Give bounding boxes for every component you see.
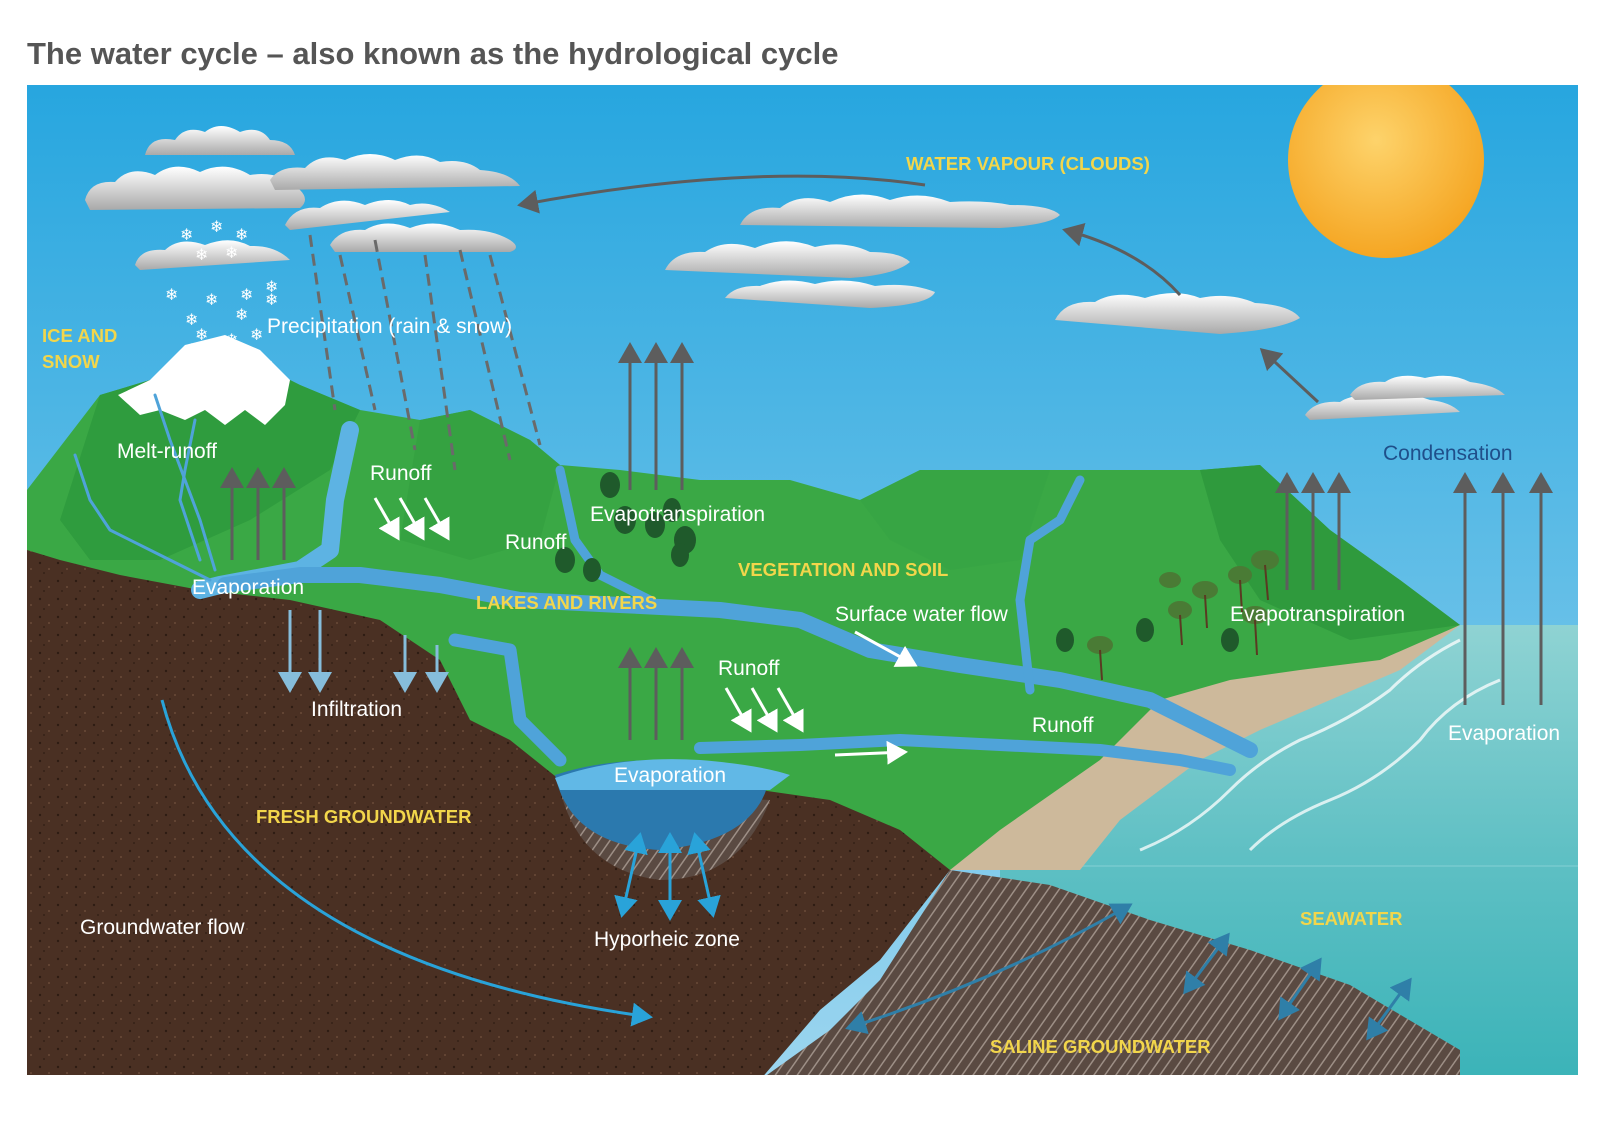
grey-arrows [220, 174, 1553, 740]
svg-text:❄: ❄ [225, 243, 238, 262]
svg-text:❄: ❄ [205, 290, 218, 309]
svg-text:❄: ❄ [230, 370, 243, 389]
rivers [73, 393, 1258, 776]
svg-text:❄: ❄ [185, 340, 198, 359]
label-runoff-3: Runoff [718, 657, 780, 680]
label-surface-water-flow: Surface water flow [835, 603, 1009, 626]
label-runoff-1: Runoff [370, 462, 432, 485]
label-condensation: Condensation [1383, 442, 1513, 465]
label-runoff-4: Runoff [1032, 714, 1094, 737]
svg-text:❄: ❄ [165, 285, 178, 304]
label-melt-runoff: Melt-runoff [117, 440, 217, 463]
label-water-vapour: WATER VAPOUR (CLOUDS) [906, 153, 1150, 174]
svg-text:❄: ❄ [265, 290, 278, 309]
white-arrows [373, 497, 918, 765]
svg-text:❄: ❄ [210, 217, 223, 236]
svg-text:❄: ❄ [195, 245, 208, 264]
svg-text:❄: ❄ [180, 225, 193, 244]
label-evaporation-2: Evaporation [614, 764, 726, 787]
label-evaporation-3: Evaporation [1448, 722, 1560, 745]
label-vegetation-soil: VEGETATION AND SOIL [738, 559, 948, 580]
label-evapotranspiration-1: Evapotranspiration [590, 503, 765, 526]
saline-arrows [845, 903, 1412, 1041]
svg-text:❄: ❄ [225, 330, 238, 349]
svg-text:❄: ❄ [185, 310, 198, 329]
label-evaporation-1: Evaporation [192, 576, 304, 599]
label-precipitation: Precipitation (rain & snow) [267, 315, 512, 338]
hyporheic-arrows [614, 832, 721, 921]
svg-text:❄: ❄ [260, 355, 273, 374]
label-lakes-rivers: LAKES AND RIVERS [476, 592, 657, 613]
label-seawater: SEAWATER [1300, 908, 1402, 929]
label-ice-snow-2: SNOW [42, 351, 100, 372]
svg-text:❄: ❄ [265, 277, 278, 296]
sun [1288, 85, 1484, 258]
label-fresh-groundwater: FRESH GROUNDWATER [256, 806, 472, 827]
rain [308, 234, 542, 471]
label-saline-groundwater: SALINE GROUNDWATER [990, 1036, 1211, 1057]
svg-text:❄: ❄ [235, 305, 248, 324]
trees [555, 472, 1279, 681]
svg-text:❄: ❄ [215, 353, 228, 372]
label-ice-snow-1: ICE AND [42, 325, 117, 346]
soil [27, 550, 950, 1075]
clouds [85, 126, 1505, 420]
label-runoff-2: Runoff [505, 531, 567, 554]
beach [950, 625, 1460, 870]
label-evapotranspiration-2: Evapotranspiration [1230, 603, 1405, 626]
svg-text:❄: ❄ [195, 325, 208, 344]
groundwater-flow-arrow [160, 699, 653, 1027]
label-hyporheic-zone: Hyporheic zone [594, 928, 740, 951]
label-groundwater-flow: Groundwater flow [80, 916, 245, 939]
infiltration-arrows [278, 610, 449, 693]
sea-waves [1139, 638, 1501, 852]
label-infiltration: Infiltration [311, 698, 402, 721]
page-title: The water cycle – also known as the hydr… [27, 36, 839, 71]
svg-text:❄: ❄ [235, 225, 248, 244]
svg-text:❄: ❄ [240, 285, 253, 304]
snowflakes: ❄❄❄ ❄❄ ❄❄❄❄ ❄❄❄ ❄❄❄ ❄❄❄ ❄ [165, 217, 278, 389]
ice-cap [118, 335, 290, 425]
svg-text:❄: ❄ [250, 325, 263, 344]
